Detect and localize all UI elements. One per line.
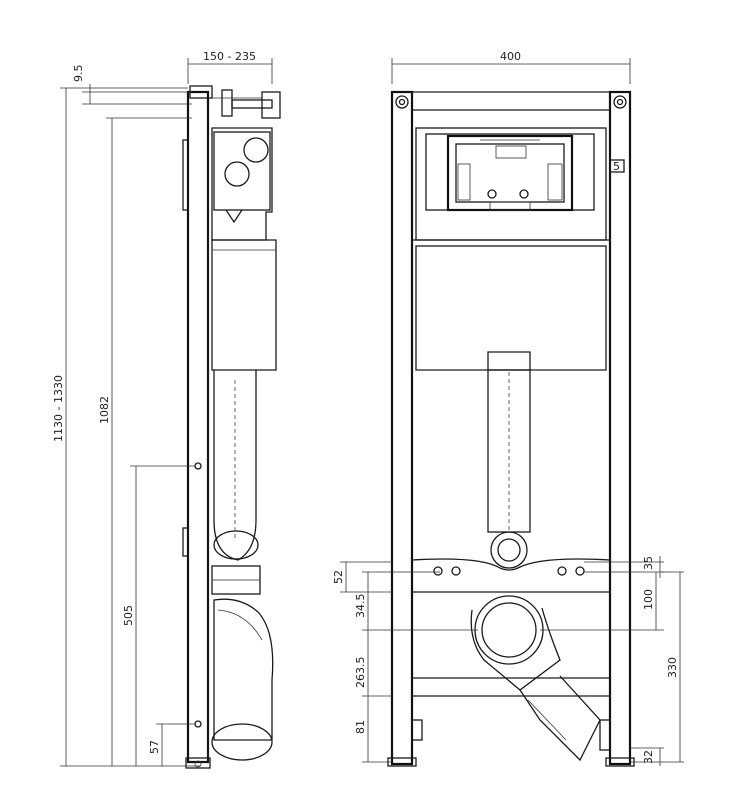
flush-plate-frame xyxy=(446,134,574,212)
dim-505: 505 xyxy=(122,605,135,626)
flush-outlet xyxy=(490,531,528,569)
front-view: 5 xyxy=(387,90,635,767)
dim-1082: 1082 xyxy=(98,396,111,424)
dim-32: 32 xyxy=(642,750,655,764)
dim-side-width: 150 - 235 xyxy=(203,50,256,63)
dimension-lines xyxy=(60,58,684,767)
front-left-post xyxy=(390,90,414,766)
panel-mark-label: 5 xyxy=(613,160,620,173)
side-cistern xyxy=(211,127,273,241)
dim-100: 100 xyxy=(642,589,655,610)
side-drain-bend xyxy=(213,598,274,741)
side-frame-post xyxy=(186,90,210,764)
dim-52: 52 xyxy=(332,570,345,584)
dim-330: 330 xyxy=(666,657,679,678)
dim-34-5: 34.5 xyxy=(354,594,367,619)
side-view xyxy=(182,85,281,769)
dim-front-width: 400 xyxy=(500,50,521,63)
dim-57: 57 xyxy=(148,740,161,754)
dim-35: 35 xyxy=(642,556,655,570)
front-right-post xyxy=(608,90,632,766)
front-cistern xyxy=(415,127,607,241)
dim-263-5: 263.5 xyxy=(354,657,367,689)
dim-top-offset: 9.5 xyxy=(72,65,85,83)
dim-81: 81 xyxy=(354,720,367,734)
dim-overall-height: 1130 - 1330 xyxy=(52,375,65,442)
dimension-labels: 150 - 235 400 9.5 1130 - 1330 1082 505 5… xyxy=(52,50,679,764)
drain-outlet xyxy=(474,595,544,665)
